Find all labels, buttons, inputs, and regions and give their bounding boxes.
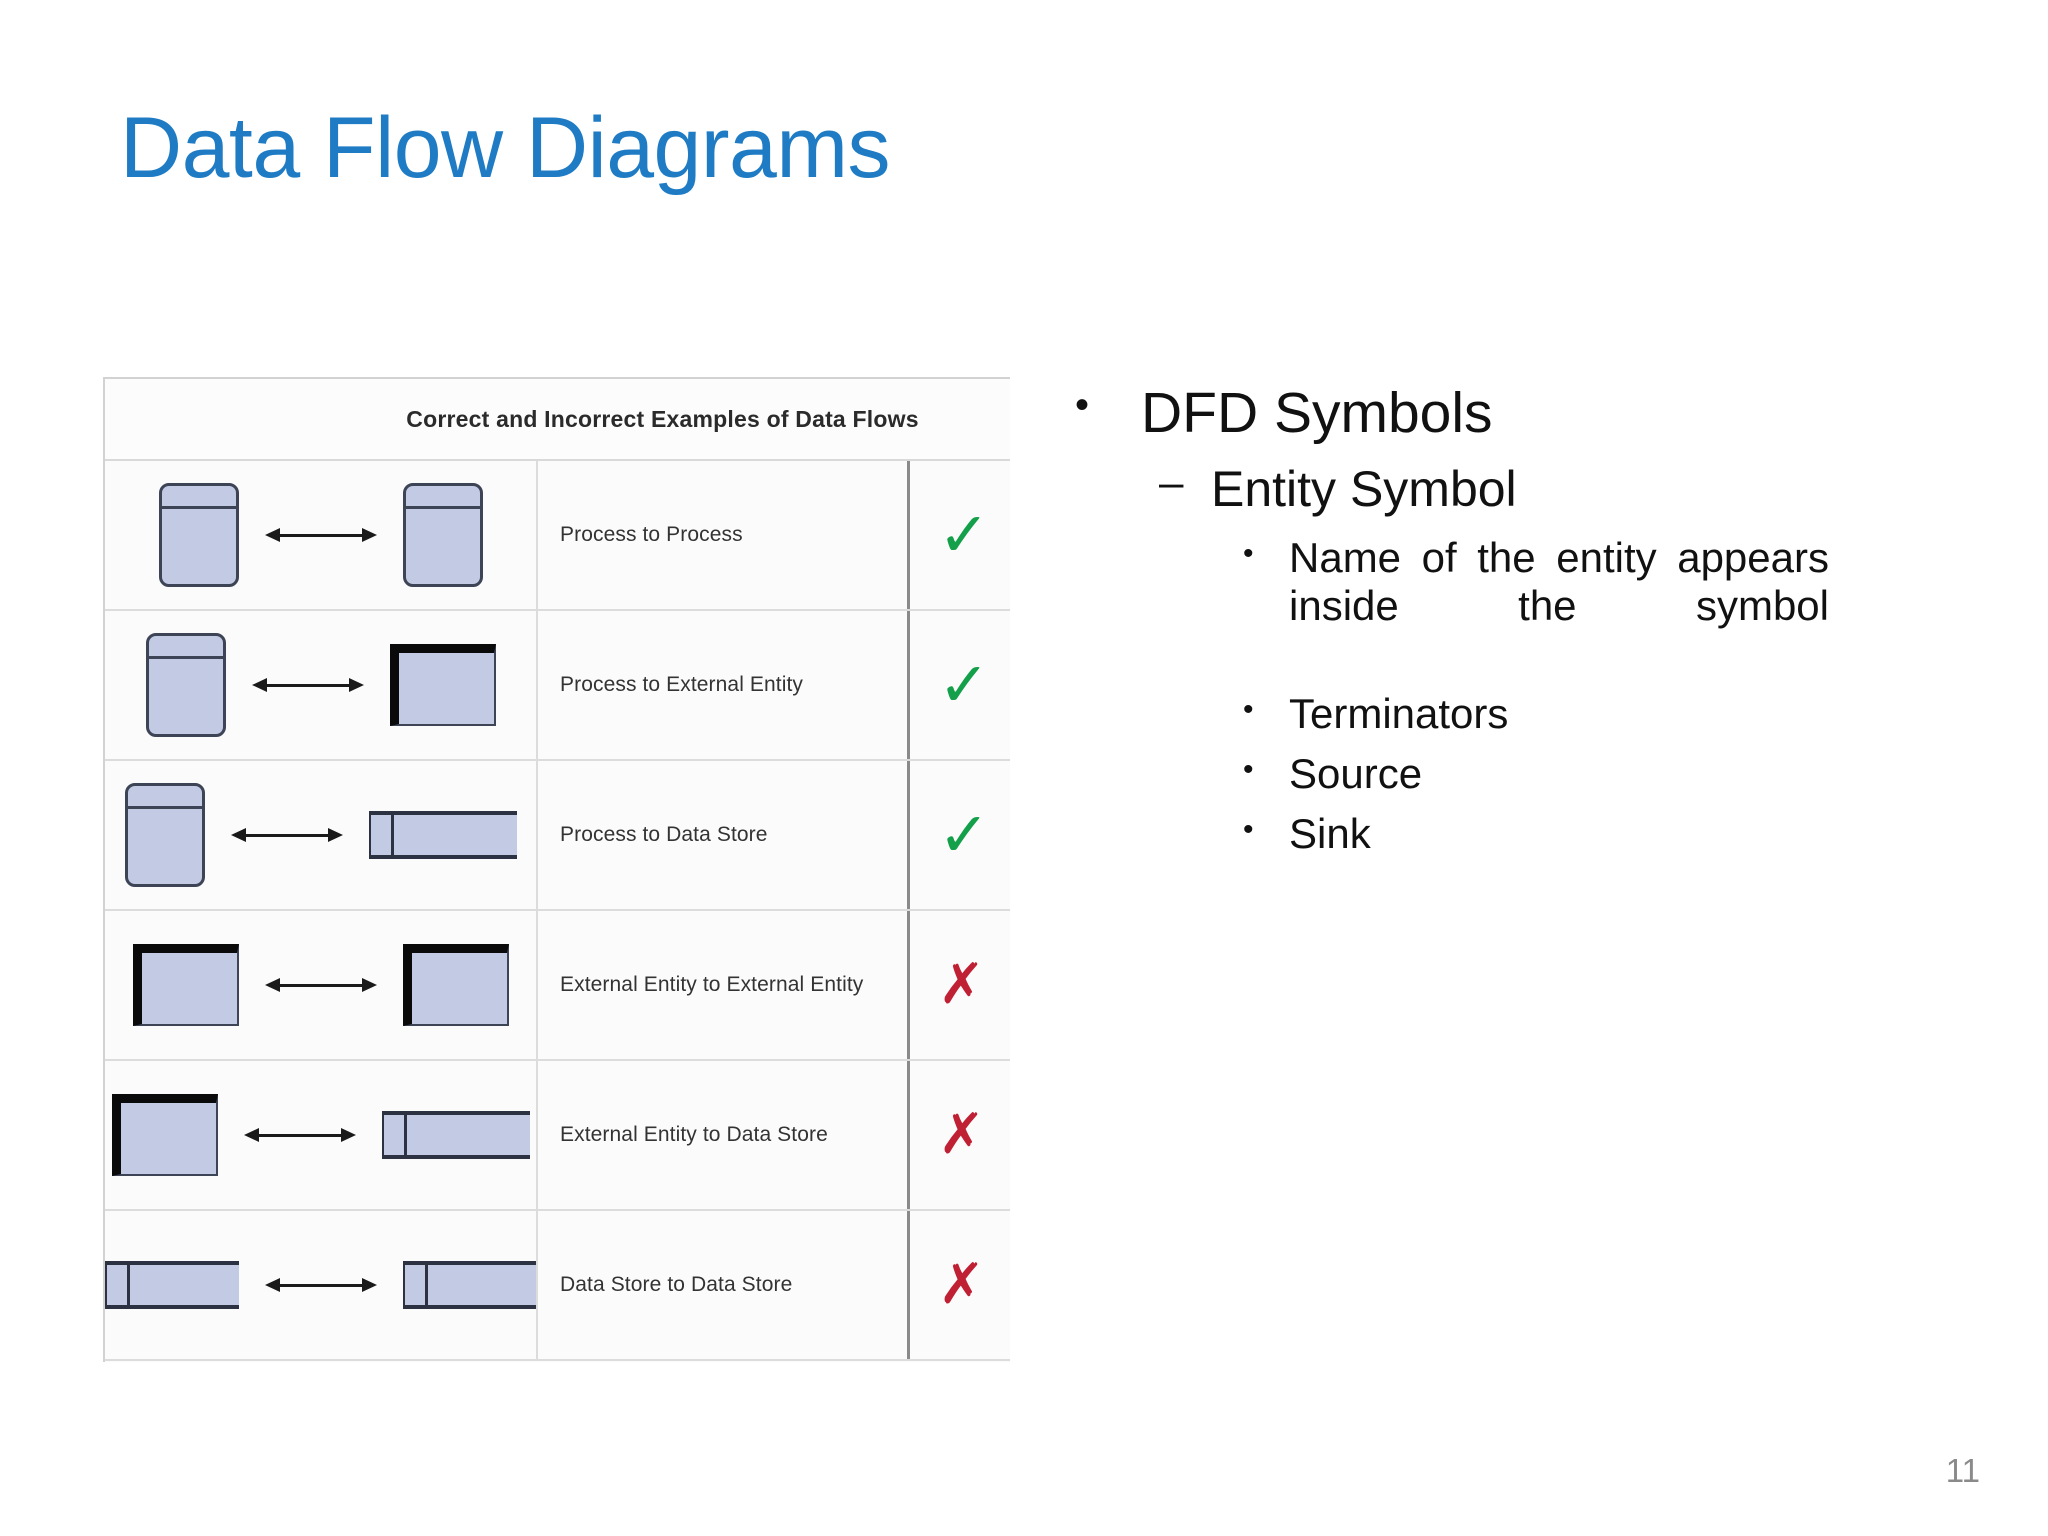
bidirectional-arrow-icon [251, 673, 364, 697]
table-row: Data Store to Data Store ✗ [105, 1211, 1010, 1361]
table-row: External Entity to External Entity ✗ [105, 911, 1010, 1061]
check-icon: ✓ [938, 498, 990, 571]
row-label: External Entity to External Entity [538, 911, 910, 1059]
bidirectional-arrow-icon [264, 1273, 377, 1297]
row-label: External Entity to Data Store [538, 1061, 910, 1209]
row-verdict: ✓ [910, 611, 1010, 759]
process-symbol [402, 483, 483, 587]
bullet-marker-icon: • [1243, 753, 1254, 786]
row-symbols-cell [105, 1211, 538, 1359]
external-entity-symbol [402, 944, 509, 1026]
bullet-source: • Source [1243, 750, 1975, 798]
process-symbol [158, 483, 239, 587]
external-entity-symbol [389, 644, 496, 726]
bullet-text: Name of the entity appears inside the sy… [1289, 534, 1829, 629]
bullet-text: DFD Symbols [1141, 381, 1493, 445]
row-symbols-cell [105, 761, 538, 909]
row-label: Data Store to Data Store [538, 1211, 910, 1359]
row-label: Process to External Entity [538, 611, 910, 759]
bullet-entity-symbol: – Entity Symbol [1159, 458, 1975, 518]
row-symbols-cell [105, 1061, 538, 1209]
bullet-marker-icon: • [1243, 537, 1254, 570]
process-symbol [124, 783, 205, 887]
table-row: Process to Process ✓ [105, 461, 1010, 611]
external-entity-symbol [132, 944, 239, 1026]
bullet-text: Entity Symbol [1211, 461, 1517, 517]
bullet-dfd-symbols: • DFD Symbols [1075, 380, 1975, 446]
check-icon: ✓ [938, 798, 990, 871]
cross-icon: ✗ [938, 1102, 985, 1167]
table-row: Process to Data Store ✓ [105, 761, 1010, 911]
bullet-text: Source [1289, 750, 1423, 797]
row-verdict: ✗ [910, 911, 1010, 1059]
row-label: Process to Data Store [538, 761, 910, 909]
bullet-sink: • Sink [1243, 810, 1975, 858]
bidirectional-arrow-icon [264, 523, 377, 547]
page-title: Data Flow Diagrams [120, 100, 891, 196]
bidirectional-arrow-icon [264, 973, 377, 997]
bullet-marker-icon: • [1243, 813, 1254, 846]
process-symbol [145, 633, 226, 737]
row-verdict: ✗ [910, 1061, 1010, 1209]
data-store-symbol [381, 1111, 530, 1159]
content-bullet-list: • DFD Symbols – Entity Symbol • Name of … [1075, 380, 1975, 870]
table-row: Process to External Entity ✓ [105, 611, 1010, 761]
bullet-name-of-entity: • Name of the entity appears inside the … [1243, 534, 1975, 678]
row-verdict: ✗ [910, 1211, 1010, 1359]
table-row: External Entity to Data Store ✗ [105, 1061, 1010, 1211]
row-symbols-cell [105, 461, 538, 609]
external-entity-symbol [111, 1094, 218, 1176]
figure-header-text: Correct and Incorrect Examples of Data F… [406, 405, 919, 432]
bidirectional-arrow-icon [230, 823, 343, 847]
row-label: Process to Process [538, 461, 910, 609]
page-number: 11 [1945, 1452, 1980, 1489]
row-symbols-cell [105, 911, 538, 1059]
row-symbols-cell [105, 611, 538, 759]
bullet-marker-icon: • [1243, 693, 1254, 726]
data-flow-examples-figure: Correct and Incorrect Examples of Data F… [103, 377, 1010, 1362]
cross-icon: ✗ [938, 952, 985, 1017]
data-store-symbol [105, 1261, 239, 1309]
cross-icon: ✗ [938, 1252, 985, 1317]
data-store-symbol [402, 1261, 536, 1309]
row-verdict: ✓ [910, 461, 1010, 609]
figure-header-row: Correct and Incorrect Examples of Data F… [105, 379, 1010, 461]
bullet-text: Sink [1289, 810, 1371, 857]
bullet-marker-icon: • [1075, 383, 1090, 427]
data-store-symbol [368, 811, 517, 859]
check-icon: ✓ [938, 648, 990, 721]
bidirectional-arrow-icon [243, 1123, 356, 1147]
row-verdict: ✓ [910, 761, 1010, 909]
bullet-terminators: • Terminators [1243, 690, 1975, 738]
dash-marker-icon: – [1159, 458, 1184, 507]
bullet-text: Terminators [1289, 690, 1509, 737]
